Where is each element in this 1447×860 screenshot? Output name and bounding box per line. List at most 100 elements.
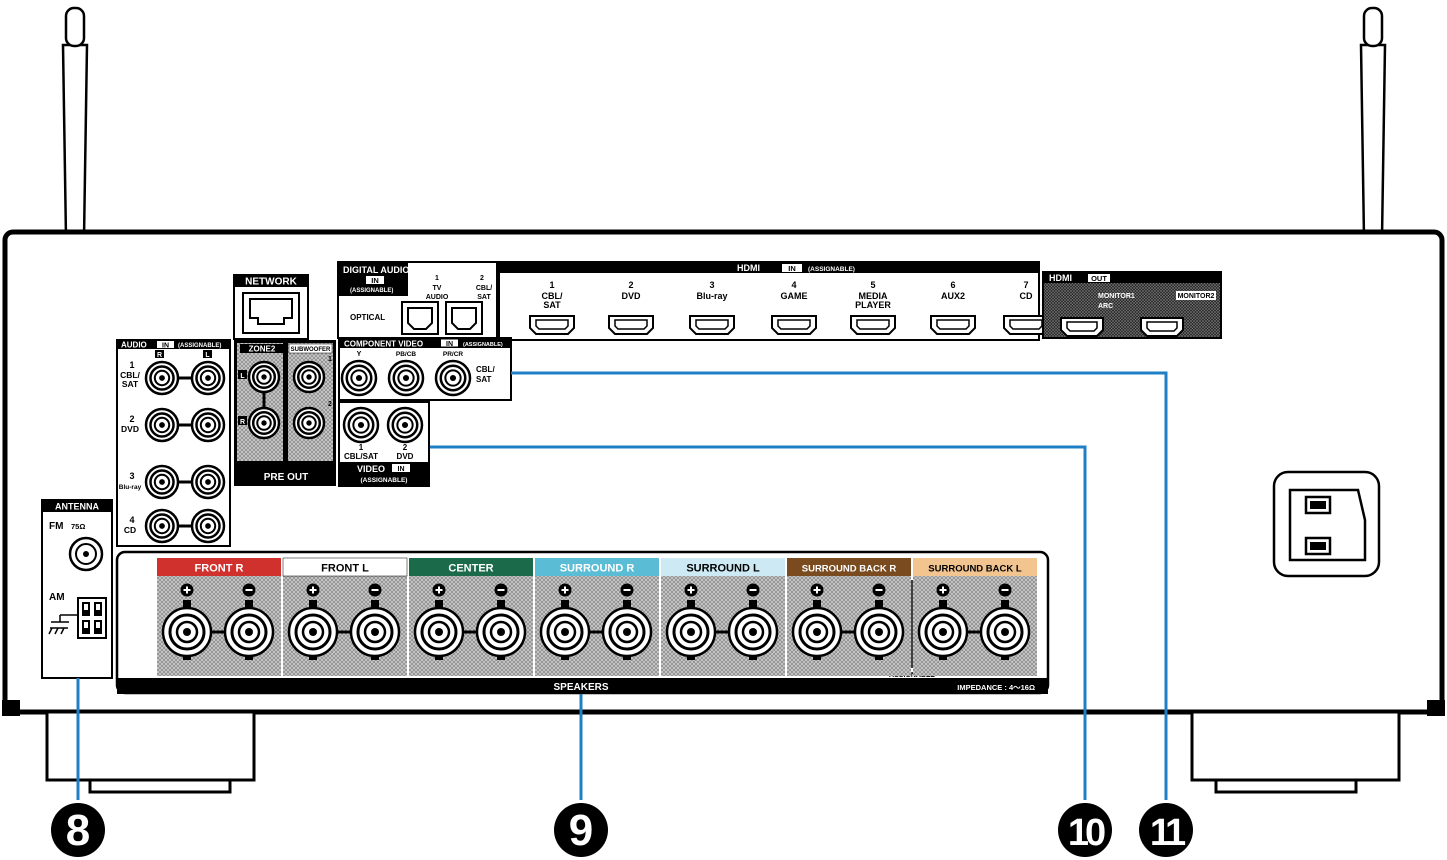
zone2-r-jack[interactable] [247,406,281,440]
pre-out-section: ZONE2 SUBWOOFER L R 1 2 PRE OUT [234,340,336,486]
zone2-l-jack[interactable] [247,360,281,394]
audio-in-l-jack[interactable] [190,464,226,500]
am-antenna-terminal[interactable] [77,597,107,639]
circled-number-11-icon: 11 [1139,803,1193,857]
speaker-positive-terminal[interactable] [665,600,717,660]
video-in-section: 1 CBL/SAT 2 DVD VIDEO IN (ASSIGNABLE) [338,401,430,487]
hdmi-in-port-number: 2 [628,280,633,290]
subwoofer-2-jack[interactable] [292,406,326,440]
component-video-section: COMPONENT VIDEO IN (ASSIGNABLE) Y PB/CB … [338,337,512,401]
audio-in-l-label: L [205,352,210,359]
hdmi-in-port[interactable] [529,315,575,335]
hdmi-in-port-label2: PLAYER [855,300,891,310]
plus-icon [180,583,194,597]
optical-port-1[interactable] [401,301,439,335]
audio-in-row-number: 1 [129,360,134,370]
fm-label: FM [49,521,63,532]
component-pr-jack[interactable] [434,359,472,397]
speaker-negative-terminal[interactable] [349,600,401,660]
audio-in-r-jack[interactable] [144,508,180,544]
speaker-positive-terminal[interactable] [413,600,465,660]
hdmi-in-port[interactable] [771,315,817,335]
sub2-label: 2 [328,401,332,408]
audio-in-badge: IN [162,343,169,350]
optical-port2-label: CBL/ [476,285,492,292]
speaker-positive-terminal[interactable] [539,600,591,660]
speaker-negative-terminal[interactable] [601,600,653,660]
component-pb-jack[interactable] [387,359,425,397]
speaker-channel-label: SURROUND BACK L [928,564,1022,575]
hdmi-in-port-label2: SAT [543,300,561,310]
audio-in-row-number: 4 [129,515,134,525]
hdmi-out-title: HDMI [1049,273,1072,283]
audio-in-row-number: 2 [129,414,134,424]
video-in-1-jack[interactable] [342,406,380,444]
digital-audio-assignable: (ASSIGNABLE) [350,288,393,294]
audio-in-r-jack[interactable] [144,464,180,500]
speaker-positive-terminal[interactable] [917,600,969,660]
hdmi-in-port-number: 1 [549,280,554,290]
speaker-channel-label: CENTER [448,563,493,575]
callout-number: 11 [1150,812,1186,854]
subwoofer-1-jack[interactable] [292,360,326,394]
speaker-negative-terminal[interactable] [223,600,275,660]
hdmi-in-port[interactable] [930,315,976,335]
optical-port1-num: 1 [435,275,439,282]
audio-in-r-jack[interactable] [144,407,180,443]
speaker-channel: SURROUND BACK L [913,558,1037,676]
video-in-2-jack[interactable] [386,406,424,444]
subwoofer-label: SUBWOOFER [291,347,331,353]
video-in-assignable: (ASSIGNABLE) [361,477,408,484]
audio-in-row-label: Blu-ray [119,484,142,491]
hdmi-in-port-number: 6 [950,280,955,290]
hdmi-out-monitor2-port[interactable] [1140,317,1184,337]
zone2-r-label: R [240,419,245,426]
speaker-channel-label: SURROUND R [560,563,635,575]
minus-icon [620,583,634,597]
speaker-channel: CENTER [409,558,533,676]
audio-in-title: AUDIO [121,341,147,350]
impedance-label: IMPEDANCE : 4～16Ω [957,683,1035,692]
component-input-label: CBL/ [476,365,495,374]
callout-lines [76,371,1168,800]
audio-in-l-jack[interactable] [190,360,226,396]
audio-in-r-label: R [157,352,162,359]
speakers-title: SPEAKERS [553,682,608,693]
fm-antenna-jack[interactable] [68,536,104,572]
audio-in-r-jack[interactable] [144,360,180,396]
optical-port-2[interactable] [445,301,483,335]
speaker-positive-terminal[interactable] [161,600,213,660]
optical-port2-num: 2 [480,275,484,282]
hdmi-out-monitor1-port[interactable] [1060,317,1104,337]
hdmi-in-port-label: CD [1020,291,1033,301]
hdmi-in-port[interactable] [850,315,896,335]
hdmi-in-port[interactable] [689,315,735,335]
hdmi-in-port-number: 3 [709,280,714,290]
hdmi-out-badge: OUT [1091,274,1107,283]
audio-in-assignable: (ASSIGNABLE) [178,343,221,349]
speaker-negative-terminal[interactable] [475,600,527,660]
hdmi-in-port[interactable] [608,315,654,335]
audio-in-l-jack[interactable] [190,407,226,443]
hdmi-in-port-label: Blu-ray [696,291,727,301]
speaker-positive-terminal[interactable] [287,600,339,660]
audio-in-l-jack[interactable] [190,508,226,544]
speaker-channel-label: FRONT R [195,563,244,575]
hdmi-in-port[interactable] [1003,315,1049,335]
fm-ohm-label: 75Ω [71,522,85,531]
speaker-channel-label: SURROUND BACK R [802,564,897,575]
circled-number-8-icon: 8 [51,803,105,857]
optical-port1-label2: AUDIO [426,294,449,301]
speaker-channel: SURROUND R [535,558,659,676]
component-y-jack[interactable] [340,359,378,397]
minus-icon [494,583,508,597]
plus-icon [432,583,446,597]
speakers-section: SPEAKERS IMPEDANCE : 4～16Ω ASSIGNABLE FR… [115,550,1050,695]
video-in-2-num: 2 [403,443,408,452]
component-pr-label: PR/CR [443,351,464,358]
audio-in-section: AUDIO IN (ASSIGNABLE) R L 1CBL/SAT2DVD3B… [116,339,231,547]
plus-icon [306,583,320,597]
network-port[interactable] [242,292,300,334]
pre-out-title: PRE OUT [264,472,308,483]
minus-icon [998,583,1012,597]
